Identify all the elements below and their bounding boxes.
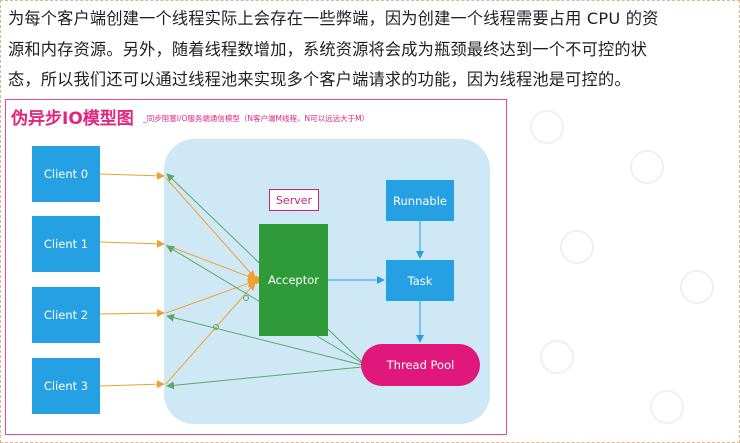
request-arrow bbox=[165, 282, 256, 385]
response-arrow bbox=[166, 366, 363, 390]
paragraph-line: 为每个客户端创建一个线程实际上会存在一些弊端，因为创建一个线程需要占用 CPU … bbox=[8, 9, 659, 28]
client-3-box: Client 3 bbox=[32, 358, 100, 414]
server-label: Server bbox=[269, 189, 319, 211]
acceptor-box: Acceptor bbox=[259, 224, 328, 336]
diagram-subtitle: _同步阻塞I/O服务端通信模型（N客户端M线程，N可以远远大于M） bbox=[143, 114, 370, 123]
request-arrow bbox=[165, 177, 256, 279]
request-arrow bbox=[99, 239, 165, 248]
client-2-box: Client 2 bbox=[32, 287, 100, 343]
task-box: Task bbox=[386, 260, 454, 301]
diagram-title: 伪异步IO模型图 bbox=[11, 109, 134, 129]
runnable-box: Runnable bbox=[386, 180, 454, 221]
client-0-box: Client 0 bbox=[32, 146, 100, 202]
watermark-icon bbox=[560, 230, 594, 264]
request-arrow bbox=[165, 279, 256, 314]
paragraph-line: 源和内存资源。另外，随着线程数增加，系统资源将会成为瓶颈最终达到一个不可控的状 bbox=[8, 39, 648, 59]
request-arrow bbox=[99, 380, 165, 389]
watermark-icon bbox=[630, 150, 664, 184]
paragraph-line: 态，所以我们还可以通过线程池来实现多个客户端请求的功能，因为线程池是可控的。 bbox=[8, 70, 631, 89]
response-arrow bbox=[166, 313, 363, 366]
junction-dot bbox=[213, 324, 219, 330]
client-1-box: Client 1 bbox=[32, 216, 100, 272]
watermark-icon bbox=[650, 390, 684, 424]
request-arrow bbox=[165, 244, 256, 281]
request-arrow bbox=[99, 309, 165, 318]
junction-dot bbox=[252, 276, 260, 284]
watermark-icon bbox=[530, 110, 564, 144]
thread-pool-box: Thread Pool bbox=[361, 344, 480, 386]
request-arrow bbox=[99, 171, 165, 180]
watermark-icon bbox=[680, 270, 714, 304]
paragraph: 为每个客户端创建一个线程实际上会存在一些弊端，因为创建一个线程需要占用 CPU … bbox=[8, 4, 734, 96]
watermark-icon bbox=[540, 340, 574, 374]
junction-dot bbox=[243, 295, 249, 301]
